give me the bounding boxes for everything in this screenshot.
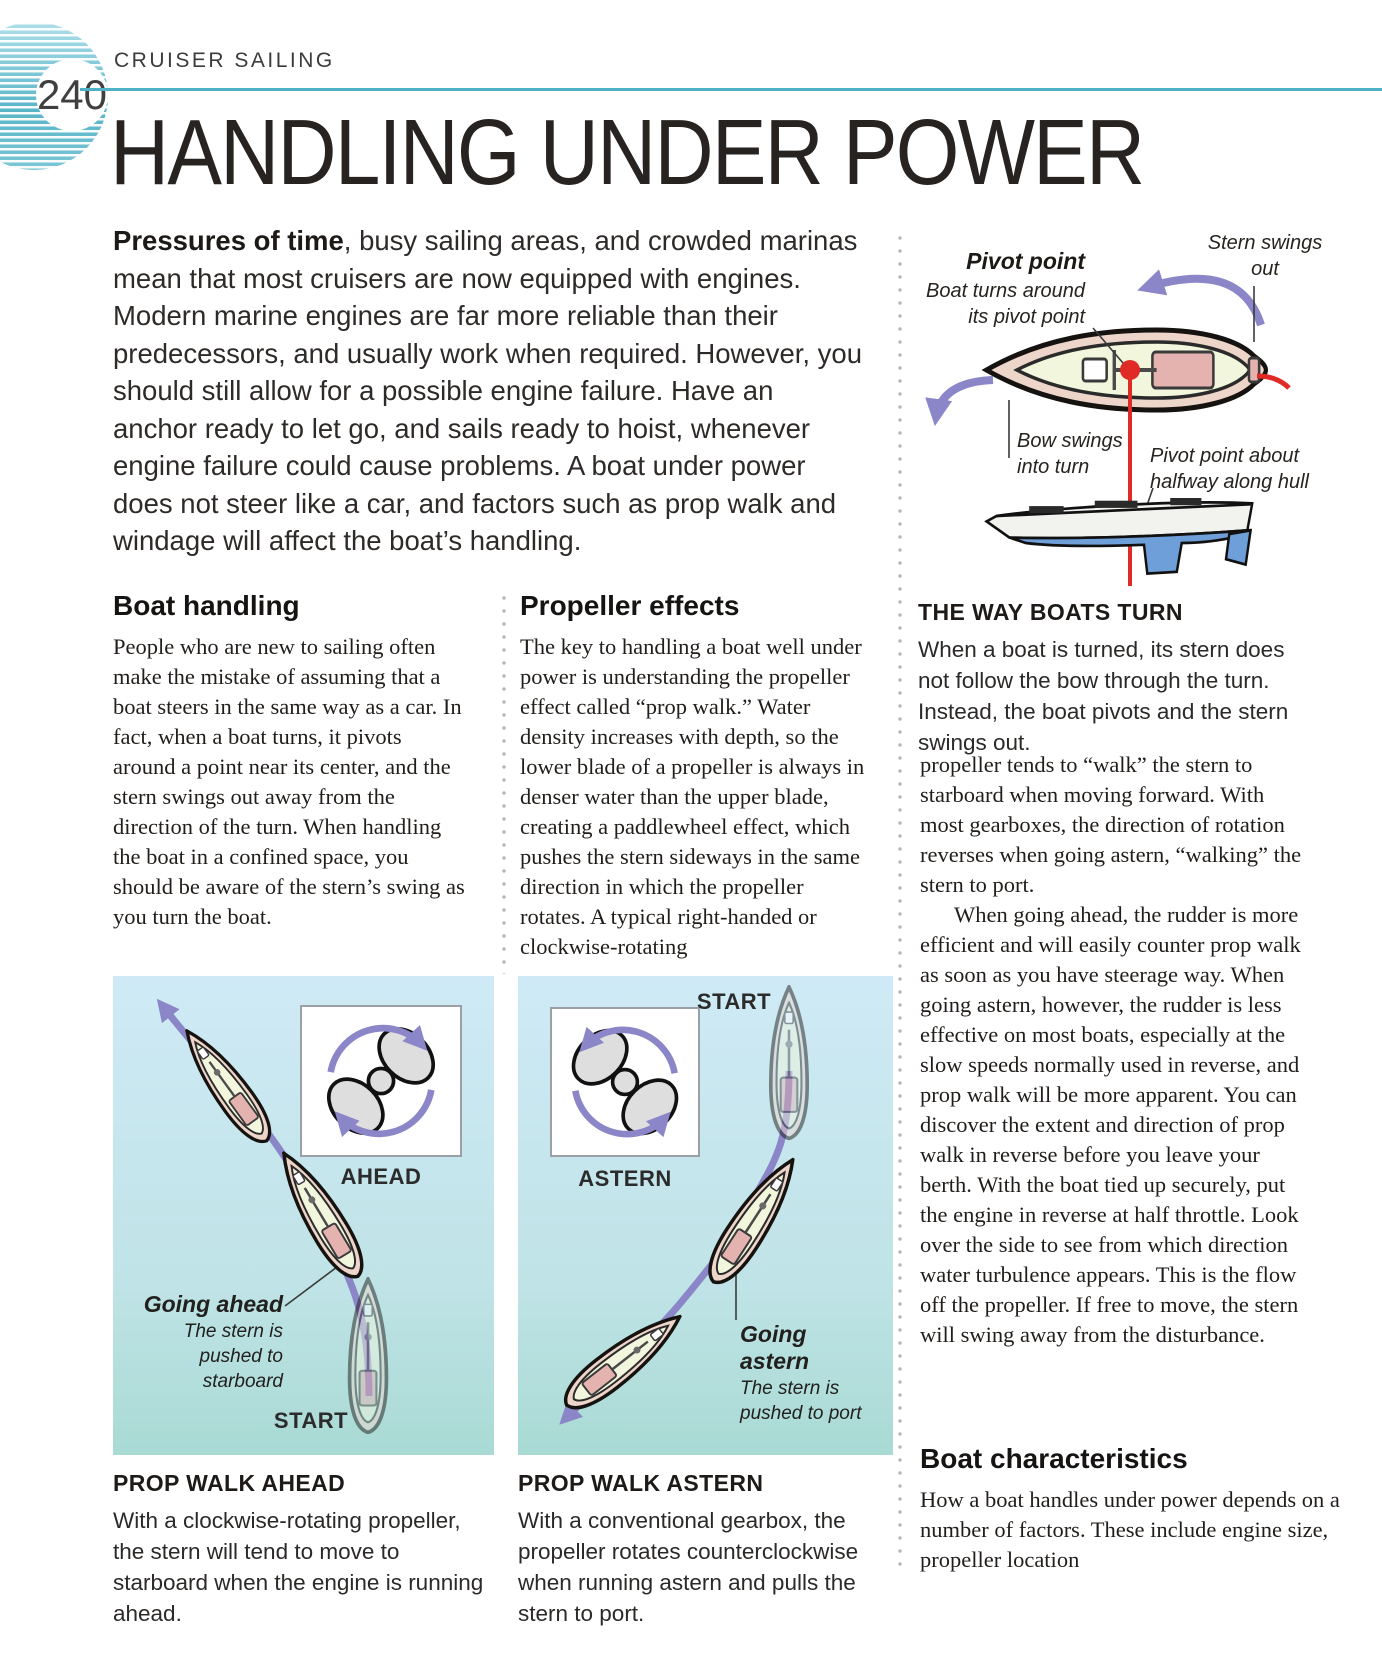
going-ahead-note: Going ahead The stern is pushed to starb… [123, 1292, 283, 1394]
halfway-hull-label: Pivot point about halfway along hull [1150, 445, 1309, 493]
bow-swing-arrow [925, 376, 994, 427]
stern-swings-label: Stern swings out [1207, 232, 1323, 280]
caption-prop-walk-ahead: PROP WALK AHEAD With a clockwise-rotatin… [113, 1470, 498, 1629]
rudder-line [1256, 373, 1291, 390]
page-title: HANDLING UNDER POWER [110, 100, 1145, 204]
prop-walk-astern-diagram: ASTERN START Going astern The stern is p… [518, 976, 893, 1455]
pivot-diagram-illustration [925, 269, 1291, 586]
section-boat-handling-heading: Boat handling [113, 590, 300, 621]
intro-body: , busy sailing areas, and crowded marina… [113, 225, 862, 556]
astern-start-label: START [696, 989, 772, 1014]
stern-swing-arrow [1137, 269, 1265, 327]
ahead-start-label: START [273, 1408, 349, 1433]
caption-prop-walk-astern-title: PROP WALK ASTERN [518, 1470, 764, 1496]
caption-way-boats-turn-body: When a boat is turned, its stern does no… [918, 637, 1289, 755]
section-boat-characteristics: Boat characteristics How a boat handles … [920, 1443, 1342, 1575]
section-boat-handling-body: People who are new to sailing often make… [113, 634, 465, 929]
caption-prop-walk-ahead-body: With a clockwise-rotating propeller, the… [113, 1508, 484, 1626]
section-propeller-effects-body: The key to handling a boat well under po… [520, 634, 865, 959]
header-rule [80, 88, 1382, 91]
pivot-point-sublabel: Boat turns around its pivot point [926, 280, 1085, 328]
section-propeller-effects: Propeller effects The key to handling a … [520, 590, 872, 962]
boat-side-view [984, 498, 1254, 576]
intro-lead: Pressures of time [113, 225, 344, 256]
column-divider-right [898, 236, 902, 1568]
caption-prop-walk-astern: PROP WALK ASTERN With a conventional gea… [518, 1470, 898, 1629]
going-ahead-note-body: The stern is pushed to starboard [183, 1321, 283, 1392]
chapter-kicker: CRUISER SAILING [114, 49, 335, 72]
ahead-inset-label: AHEAD [340, 1164, 422, 1189]
going-astern-note-body: The stern is pushed to port [740, 1378, 862, 1424]
pivot-point-label-title: Pivot point [966, 248, 1085, 274]
section-boat-handling: Boat handling People who are new to sail… [113, 590, 465, 932]
caption-prop-walk-ahead-title: PROP WALK AHEAD [113, 1470, 346, 1496]
bow-swings-label: Bow swings into turn [1017, 430, 1123, 478]
pivot-point-dot [1120, 360, 1140, 380]
prop-walk-ahead-diagram: AHEAD Going ahead The stern is pushed to… [113, 976, 494, 1455]
section-propeller-effects-heading: Propeller effects [520, 590, 740, 621]
intro-paragraph: Pressures of time, busy sailing areas, a… [113, 222, 865, 560]
section-boat-characteristics-body: How a boat handles under power depends o… [920, 1487, 1340, 1572]
going-ahead-note-title: Going ahead [143, 1291, 283, 1317]
astern-inset-label: ASTERN [578, 1166, 672, 1191]
propeller-rotation-inset [300, 1005, 462, 1157]
page-number: 240 [36, 59, 108, 131]
pivot-point-label: Pivot point [925, 248, 1085, 276]
propeller-counterclockwise-icon [571, 1026, 679, 1138]
caption-prop-walk-astern-body: With a conventional gearbox, the propell… [518, 1508, 859, 1626]
continuation-paragraph-2: When going ahead, the rudder is more eff… [920, 902, 1301, 1347]
continuation-paragraph-1: propeller tends to “walk” the stern to s… [920, 752, 1302, 897]
section-boat-characteristics-heading: Boat characteristics [920, 1443, 1188, 1474]
column-divider-middle [502, 596, 506, 974]
pivot-point-diagram: Pivot point Boat turns around its pivot … [905, 230, 1382, 602]
propeller-rotation-inset [550, 1007, 700, 1157]
caption-way-boats-turn-title: THE WAY BOATS TURN [918, 599, 1183, 625]
propeller-clockwise-icon [326, 1024, 436, 1138]
column-continuation: propeller tends to “walk” the stern to s… [920, 750, 1310, 1350]
going-astern-note: Going astern The stern is pushed to port [740, 1322, 872, 1426]
going-astern-note-title: Going astern [740, 1321, 810, 1374]
caption-way-boats-turn: THE WAY BOATS TURN When a boat is turned… [918, 599, 1290, 758]
